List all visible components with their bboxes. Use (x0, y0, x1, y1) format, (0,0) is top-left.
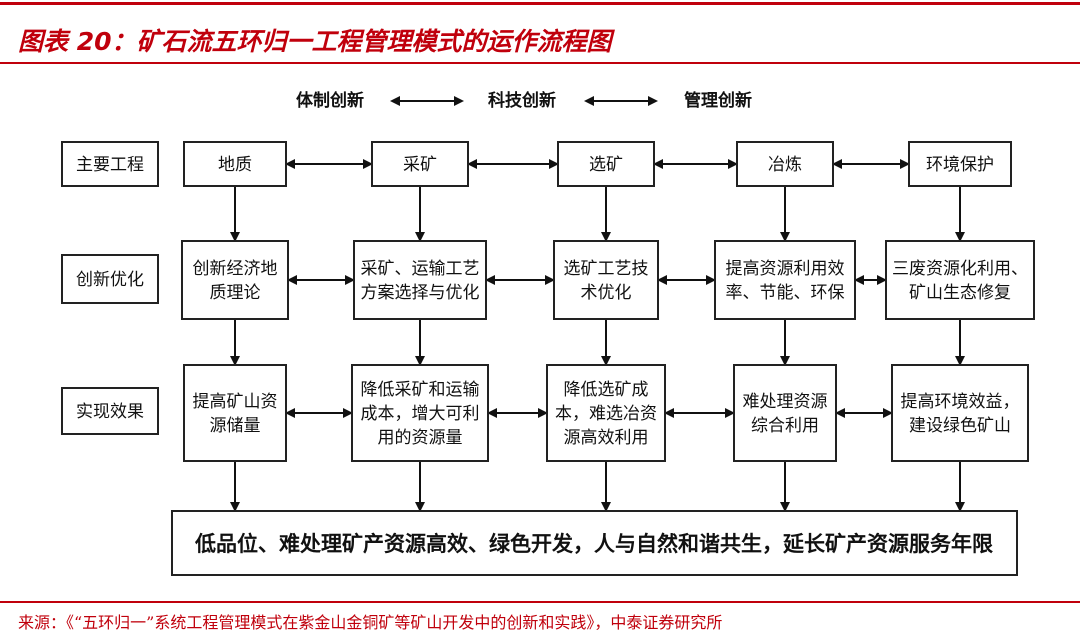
optimization-text-4-1: 提高资源利用效 (726, 259, 845, 279)
stage-text-3-1: 选矿 (589, 155, 623, 175)
optimization-box-1 (181, 240, 289, 320)
row-label-main: 主要工程 (76, 155, 144, 175)
effect-text-1-1: 提高矿山资 (193, 392, 278, 412)
row-label-optimize: 创新优化 (76, 270, 144, 290)
optimization-text-5-1: 三废资源化利用、 (892, 259, 1028, 279)
footer-rule (0, 601, 1080, 603)
effect-text-4-1: 难处理资源 (743, 392, 828, 412)
title-rule (0, 62, 1080, 64)
optimization-text-4-2: 率、节能、环保 (726, 283, 845, 303)
stage-text-2-1: 采矿 (403, 155, 437, 175)
effect-box-5 (891, 364, 1029, 462)
stage-box-5 (908, 141, 1012, 187)
stage-box-2 (371, 141, 469, 187)
effect-text-3-3: 源高效利用 (564, 428, 649, 448)
optimization-text-3-1: 选矿工艺技 (564, 259, 649, 279)
optimization-text-2-2: 方案选择与优化 (361, 283, 480, 303)
optimization-box-3 (553, 240, 659, 320)
stage-text-4-1: 冶炼 (768, 155, 802, 175)
goal-text: 低品位、难处理矿产资源高效、绿色开发，人与自然和谐共生，延长矿产资源服务年限 (194, 532, 993, 556)
stage-text-5-1: 环境保护 (926, 155, 994, 175)
top-label-tech: 科技创新 (488, 90, 556, 111)
stage-box-3 (557, 141, 655, 187)
effect-text-2-1: 降低采矿和运输 (361, 380, 480, 400)
top-label-mgmt: 管理创新 (684, 90, 752, 111)
effect-text-2-3: 用的资源量 (378, 428, 463, 448)
row-label-effect: 实现效果 (76, 402, 144, 422)
source-note: 来源：《“五环归一”系统工程管理模式在紫金山金铜矿等矿山开发中的创新和实践》，中… (18, 613, 723, 632)
effect-box-4 (733, 364, 837, 462)
stage-box-1 (183, 141, 287, 187)
effect-text-3-2: 本，难选冶资 (555, 404, 657, 424)
stage-text-1-1: 地质 (218, 155, 252, 175)
optimization-text-1-1: 创新经济地 (193, 259, 278, 279)
top-label-system: 体制创新 (296, 90, 364, 111)
connector-arrows (230, 159, 965, 512)
optimization-text-1-2: 质理论 (210, 283, 261, 303)
optimization-text-5-2: 矿山生态修复 (909, 283, 1011, 303)
optimization-text-2-1: 采矿、运输工艺 (361, 259, 480, 279)
effect-box-3 (546, 364, 666, 462)
optimization-box-2 (353, 240, 487, 320)
optimization-box-5 (885, 240, 1035, 320)
effect-box-1 (183, 364, 287, 462)
stage-box-4 (736, 141, 834, 187)
effect-text-5-1: 提高环境效益， (901, 392, 1020, 412)
goal-box (171, 510, 1018, 576)
effect-text-5-2: 建设绿色矿山 (909, 416, 1011, 436)
row-label-box-effect (61, 387, 159, 435)
row-label-box-main (61, 141, 159, 187)
effect-text-4-2: 综合利用 (751, 416, 819, 436)
effect-text-1-2: 源储量 (210, 416, 261, 436)
top-rule (0, 2, 1080, 5)
effect-box-2 (351, 364, 489, 462)
effect-text-2-2: 成本，增大可利 (361, 404, 480, 424)
optimization-box-4 (714, 240, 856, 320)
optimization-text-3-2: 术优化 (581, 283, 632, 303)
effect-text-3-1: 降低选矿成 (564, 380, 649, 400)
row-label-box-optimize (61, 254, 159, 304)
figure-title: 图表 20：矿石流五环归一工程管理模式的运作流程图 (18, 27, 612, 56)
